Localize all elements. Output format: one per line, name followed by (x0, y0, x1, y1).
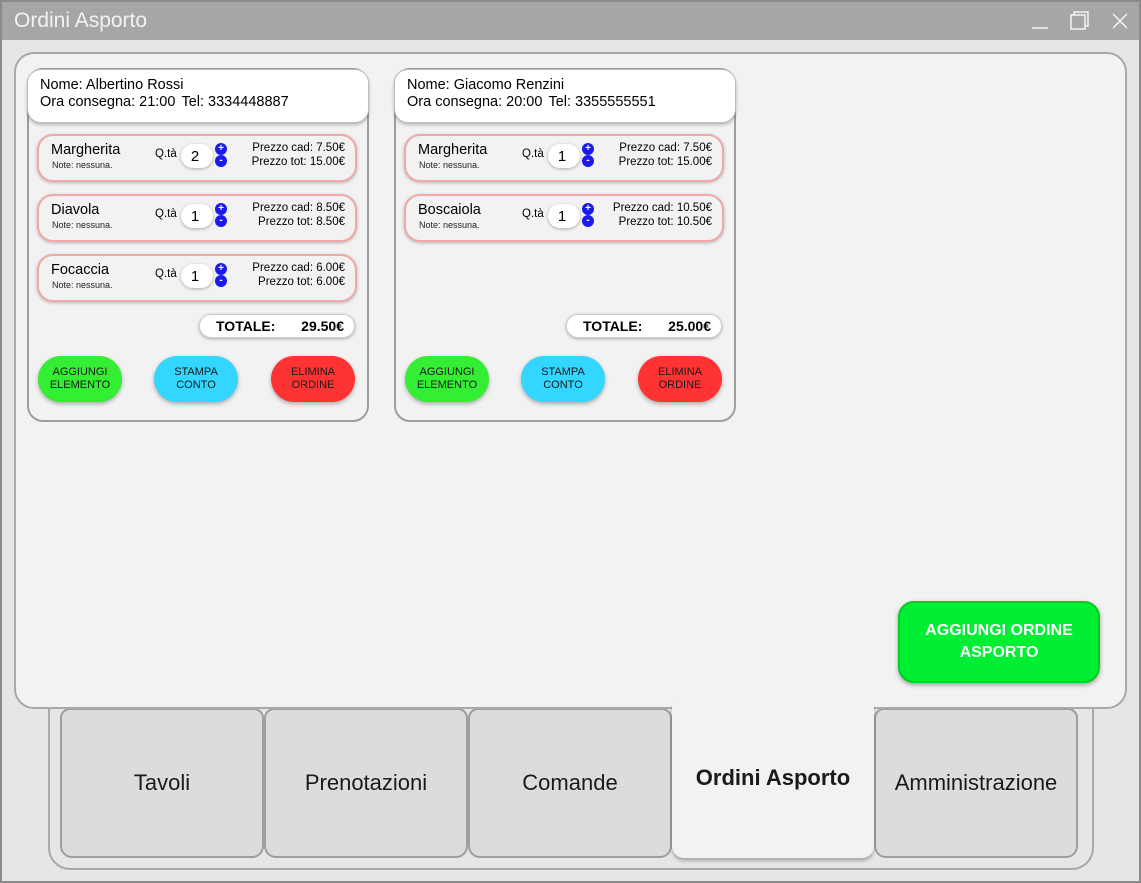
delivery-info: Ora consegna: 20:00 Tel: 3355555551 (407, 94, 723, 111)
qty-input[interactable]: 1 (181, 264, 213, 288)
qty-label: Q.tà (155, 268, 177, 280)
minimize-icon[interactable] (1028, 9, 1052, 33)
print-bill-button[interactable]: STAMPA CONTO (521, 356, 605, 402)
delivery-info: Ora consegna: 21:00 Tel: 3334448887 (40, 94, 356, 111)
unit-price: Prezzo cad: 7.50€ (619, 142, 712, 154)
qty-plus-button[interactable]: + (582, 143, 594, 155)
qty-minus-button[interactable]: - (215, 155, 227, 167)
qty-plus-button[interactable]: + (215, 203, 227, 215)
qty-label: Q.tà (155, 208, 177, 220)
item-notes: Note: nessuna. (52, 220, 113, 230)
item-prices: Prezzo cad: 10.50€ Prezzo tot: 10.50€ (613, 201, 712, 229)
delete-order-button[interactable]: ELIMINA ORDINE (638, 356, 722, 402)
item-prices: Prezzo cad: 6.00€ Prezzo tot: 6.00€ (252, 261, 345, 289)
delivery-time: Ora consegna: 21:00 (40, 94, 176, 110)
qty-plus-button[interactable]: + (215, 263, 227, 275)
item-prices: Prezzo cad: 7.50€ Prezzo tot: 15.00€ (252, 141, 345, 169)
order-header: Nome: Giacomo Renzini Ora consegna: 20:0… (394, 69, 736, 123)
total-price: Prezzo tot: 15.00€ (251, 156, 345, 168)
window-title: Ordini Asporto (14, 9, 148, 32)
item-notes: Note: nessuna. (419, 160, 480, 170)
qty-input[interactable]: 1 (181, 204, 213, 228)
total-price: Prezzo tot: 8.50€ (258, 216, 345, 228)
maximize-icon[interactable] (1068, 9, 1092, 33)
qty-input[interactable]: 1 (548, 204, 580, 228)
total-value: 29.50€ (301, 318, 344, 334)
item-name: Margherita (418, 142, 488, 158)
total-price: Prezzo tot: 10.50€ (618, 216, 712, 228)
item-notes: Note: nessuna. (52, 160, 113, 170)
item-prices: Prezzo cad: 8.50€ Prezzo tot: 8.50€ (252, 201, 345, 229)
customer-name: Nome: Albertino Rossi (40, 77, 184, 93)
qty-minus-button[interactable]: - (582, 155, 594, 167)
order-item[interactable]: Focaccia Note: nessuna. Q.tà 1 + - Prezz… (37, 254, 357, 302)
qty-input[interactable]: 2 (181, 144, 213, 168)
tab-amministrazione[interactable]: Amministrazione (874, 708, 1078, 858)
order-total: TOTALE: 29.50€ (199, 314, 355, 338)
item-prices: Prezzo cad: 7.50€ Prezzo tot: 15.00€ (619, 141, 712, 169)
print-bill-button[interactable]: STAMPA CONTO (154, 356, 238, 402)
order-header: Nome: Albertino Rossi Ora consegna: 21:0… (27, 69, 369, 123)
qty-label: Q.tà (155, 148, 177, 160)
qty-plus-button[interactable]: + (582, 203, 594, 215)
customer-phone: Tel: 3355555551 (548, 94, 656, 110)
item-name: Focaccia (51, 262, 110, 278)
tab-ordini-asporto[interactable]: Ordini Asporto (672, 698, 874, 858)
order-total: TOTALE: 25.00€ (566, 314, 722, 338)
order-item[interactable]: Margherita Note: nessuna. Q.tà 1 + - Pre… (404, 134, 724, 182)
qty-plus-button[interactable]: + (215, 143, 227, 155)
total-label: TOTALE: (583, 318, 643, 334)
order-card: Nome: Albertino Rossi Ora consegna: 21:0… (27, 68, 369, 422)
unit-price: Prezzo cad: 8.50€ (252, 202, 345, 214)
unit-price: Prezzo cad: 7.50€ (252, 142, 345, 154)
qty-input[interactable]: 1 (548, 144, 580, 168)
qty-minus-button[interactable]: - (582, 215, 594, 227)
orders-panel: Nome: Albertino Rossi Ora consegna: 21:0… (14, 52, 1127, 709)
item-name: Boscaiola (418, 202, 481, 218)
tab-comande[interactable]: Comande (468, 708, 672, 858)
delete-order-button[interactable]: ELIMINA ORDINE (271, 356, 355, 402)
item-name: Diavola (51, 202, 100, 218)
add-takeaway-order-button[interactable]: AGGIUNGI ORDINE ASPORTO (898, 601, 1100, 683)
total-value: 25.00€ (668, 318, 711, 334)
order-item[interactable]: Margherita Note: nessuna. Q.tà 2 + - Pre… (37, 134, 357, 182)
item-notes: Note: nessuna. (52, 280, 113, 290)
order-item[interactable]: Diavola Note: nessuna. Q.tà 1 + - Prezzo… (37, 194, 357, 242)
item-notes: Note: nessuna. (419, 220, 480, 230)
total-price: Prezzo tot: 6.00€ (258, 276, 345, 288)
delivery-time: Ora consegna: 20:00 (407, 94, 543, 110)
qty-minus-button[interactable]: - (215, 275, 227, 287)
order-card: Nome: Giacomo Renzini Ora consegna: 20:0… (394, 68, 736, 422)
tab-prenotazioni[interactable]: Prenotazioni (264, 708, 468, 858)
qty-minus-button[interactable]: - (215, 215, 227, 227)
total-label: TOTALE: (216, 318, 276, 334)
customer-phone: Tel: 3334448887 (181, 94, 289, 110)
qty-label: Q.tà (522, 208, 544, 220)
tab-tavoli[interactable]: Tavoli (60, 708, 264, 858)
close-icon[interactable] (1108, 9, 1132, 33)
add-item-button[interactable]: AGGIUNGI ELEMENTO (405, 356, 489, 402)
total-price: Prezzo tot: 15.00€ (618, 156, 712, 168)
add-item-button[interactable]: AGGIUNGI ELEMENTO (38, 356, 122, 402)
unit-price: Prezzo cad: 10.50€ (612, 202, 712, 214)
order-item[interactable]: Boscaiola Note: nessuna. Q.tà 1 + - Prez… (404, 194, 724, 242)
item-name: Margherita (51, 142, 121, 158)
title-bar: Ordini Asporto (2, 2, 1139, 40)
qty-label: Q.tà (522, 148, 544, 160)
customer-name: Nome: Giacomo Renzini (407, 77, 565, 93)
unit-price: Prezzo cad: 6.00€ (252, 262, 345, 274)
